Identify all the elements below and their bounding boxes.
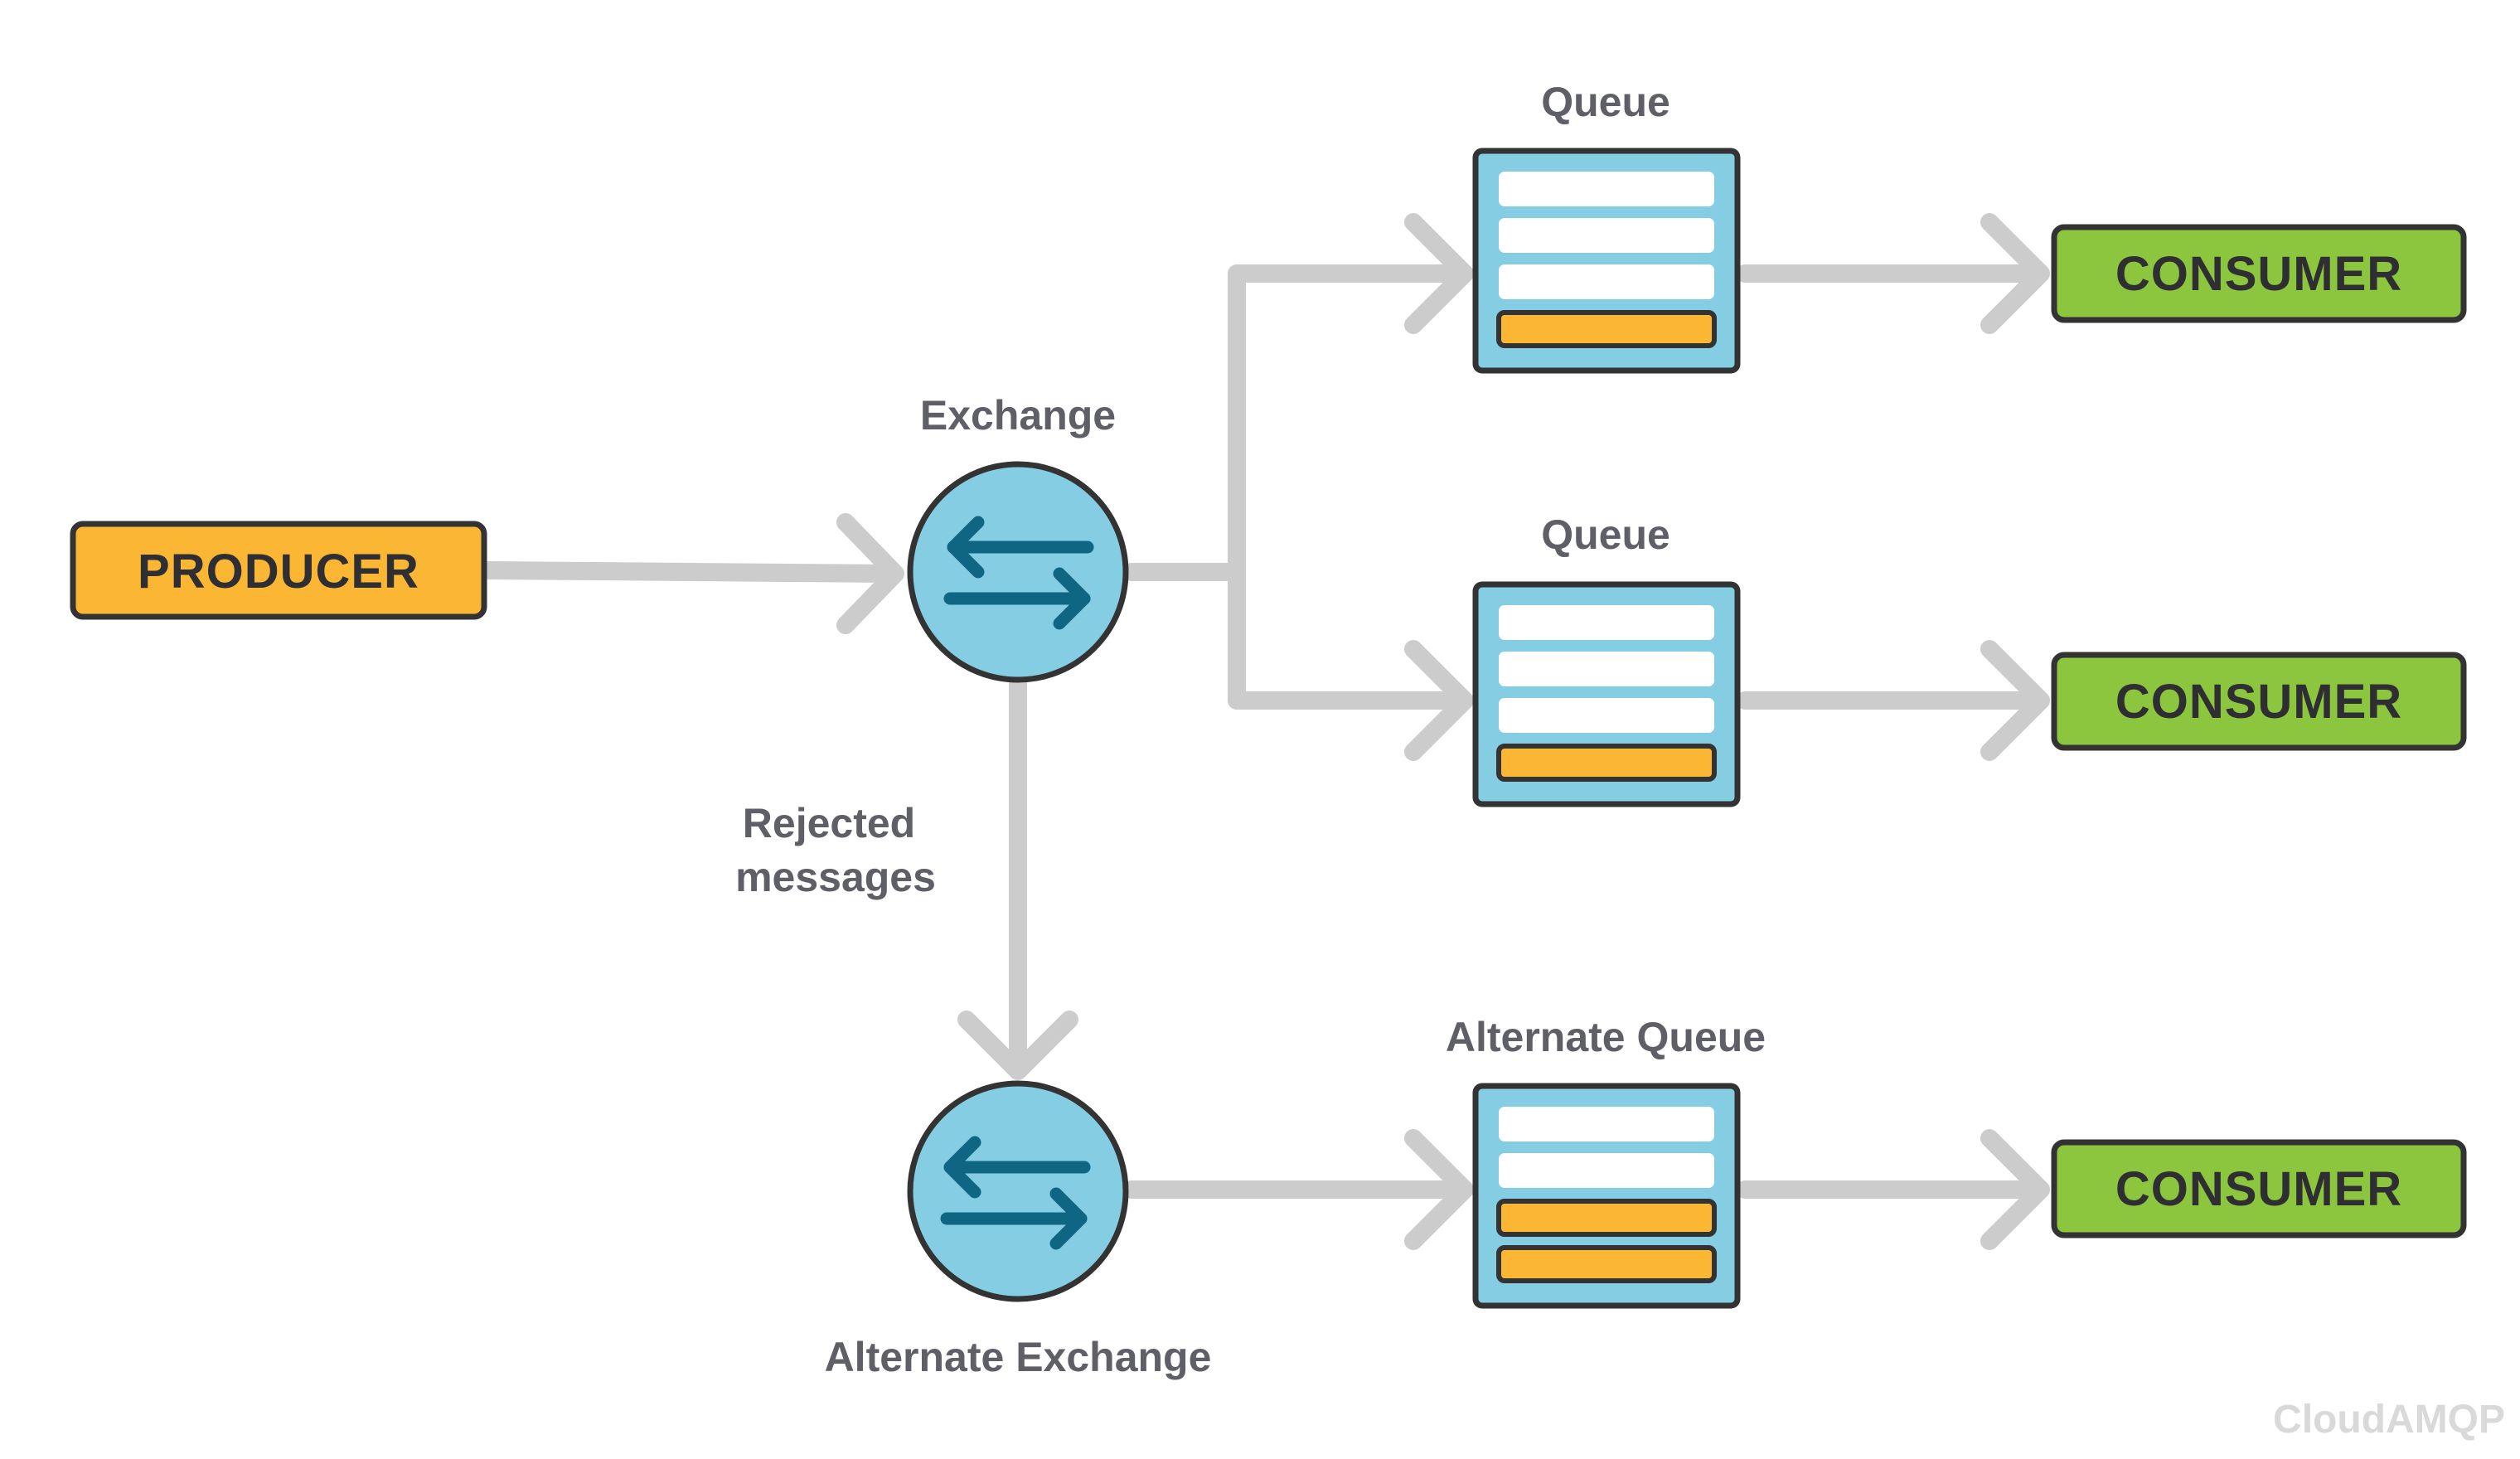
- alternate-exchange-arrows-icon: [940, 1136, 1091, 1250]
- queue-1-slot-2: [1499, 218, 1714, 253]
- rejected-messages-label-line2: messages: [735, 854, 936, 900]
- arrowhead-consumer-3-in: [1980, 1129, 2050, 1250]
- queue-1-node: Queue: [1472, 79, 1741, 374]
- alternate-exchange-node: Alternate Exchange: [825, 1080, 1212, 1380]
- consumer-3-node: CONSUMER: [2051, 1139, 2467, 1238]
- consumer-1-label: CONSUMER: [2115, 247, 2402, 301]
- alternate-queue-slot-2: [1499, 1153, 1714, 1188]
- exchange-circle: [907, 461, 1129, 683]
- arrowhead-queue-2-in: [1404, 640, 1474, 761]
- queue-1-slot-3: [1499, 264, 1714, 299]
- alternate-exchange-circle: [907, 1080, 1129, 1302]
- producer-label: PRODUCER: [138, 545, 419, 599]
- rejected-messages-label-line1: Rejected: [743, 800, 915, 846]
- alternate-queue-node: Alternate Queue: [1446, 1014, 1766, 1309]
- alternate-queue-label: Alternate Queue: [1446, 1014, 1766, 1060]
- queue-2-message: [1496, 744, 1717, 782]
- consumer-3-label: CONSUMER: [2115, 1162, 2402, 1216]
- exchange-arrows-icon: [943, 516, 1094, 630]
- queue-1-message: [1496, 310, 1717, 348]
- queue-1-slot-1: [1499, 172, 1714, 206]
- queue-1-label: Queue: [1541, 79, 1670, 125]
- cloudamqp-watermark: CloudAMQP: [2273, 1398, 2505, 1442]
- consumer-2-label: CONSUMER: [2115, 675, 2402, 729]
- exchange-node: Exchange: [907, 392, 1129, 683]
- queue-2-slot-1: [1499, 605, 1714, 640]
- arrowhead-queue-1-in: [1404, 213, 1474, 334]
- queue-2-slot-3: [1499, 698, 1714, 733]
- arrowhead-exchange-in: [836, 513, 904, 634]
- consumer-1-box: [2051, 224, 2467, 323]
- arrowhead-alt-queue-in: [1404, 1129, 1474, 1250]
- queue-2-node: Queue: [1472, 511, 1741, 807]
- alternate-queue-slot-1: [1499, 1107, 1714, 1142]
- consumer-3-box: [2051, 1139, 2467, 1238]
- producer-box: [70, 521, 487, 620]
- exchange-label: Exchange: [920, 392, 1116, 439]
- consumer-2-node: CONSUMER: [2051, 652, 2467, 751]
- connectors: [480, 213, 2050, 1250]
- alternate-exchange-label: Alternate Exchange: [825, 1334, 1212, 1380]
- arrowhead-alternate-exchange-in: [957, 1011, 1078, 1080]
- arrowhead-consumer-2-in: [1980, 640, 2050, 761]
- queue-2-label: Queue: [1541, 511, 1670, 558]
- alternate-queue-message-1: [1496, 1199, 1717, 1237]
- arrow-producer-to-exchange: [480, 561, 900, 583]
- consumer-1-node: CONSUMER: [2051, 224, 2467, 323]
- alternate-queue-message-2: [1496, 1245, 1717, 1283]
- consumer-2-box: [2051, 652, 2467, 751]
- arrowhead-consumer-1-in: [1980, 213, 2050, 334]
- queue-2-slot-2: [1499, 652, 1714, 686]
- producer-node: PRODUCER: [70, 521, 487, 620]
